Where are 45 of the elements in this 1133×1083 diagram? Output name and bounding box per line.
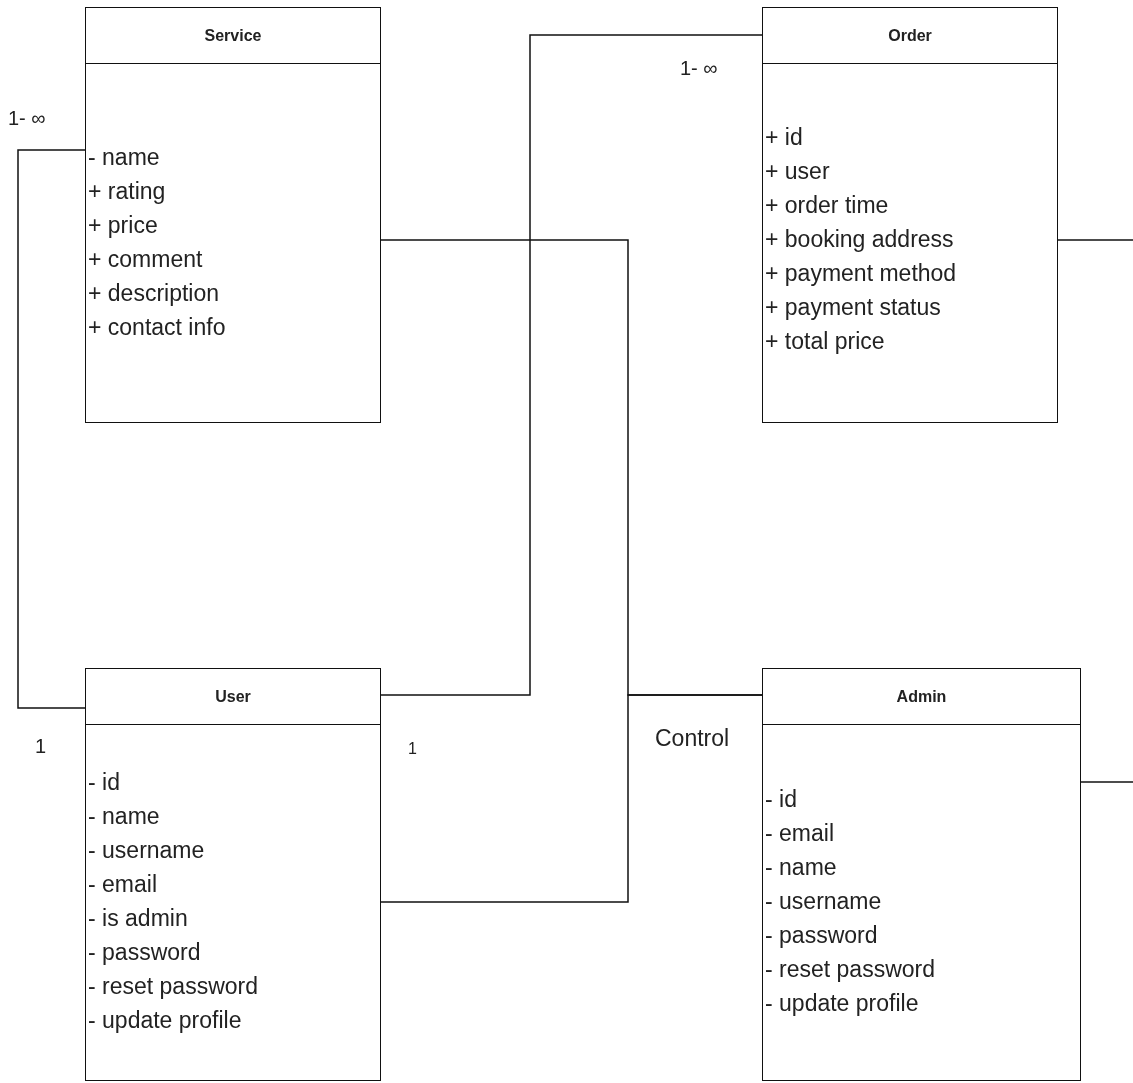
attribute-text: - name [765, 853, 837, 882]
attribute-text: + payment method [765, 259, 957, 288]
attribute-text: + user [765, 157, 830, 186]
attribute-text: - reset password [88, 972, 258, 1001]
connector-line [380, 34, 763, 696]
attribute-text: + booking address [765, 225, 954, 254]
attribute-text: - update profile [88, 1006, 242, 1035]
connector-line [1057, 239, 1133, 241]
attribute-text: - email [765, 819, 834, 848]
multiplicity-label: 1- ∞ [8, 106, 46, 130]
attribute-text: + rating [88, 177, 166, 206]
attribute-text: + order time [765, 191, 889, 220]
class-box [762, 668, 1081, 1081]
attribute-text: - name [88, 143, 160, 172]
class-name: Order [888, 26, 932, 45]
connector-line [380, 694, 763, 903]
attribute-text: - name [88, 802, 160, 831]
attribute-text: - id [88, 768, 120, 797]
connector-line [1080, 781, 1133, 783]
attribute-text: - reset password [765, 955, 935, 984]
class-box [85, 668, 381, 1081]
class-name: Admin [896, 687, 947, 706]
attribute-text: + total price [765, 327, 885, 356]
attribute-text: + comment [88, 245, 203, 274]
attribute-text: - password [88, 938, 201, 967]
attribute-text: - is admin [88, 904, 188, 933]
class-box [762, 7, 1058, 423]
multiplicity-label: 1- ∞ [680, 56, 718, 80]
attribute-text: + payment status [765, 293, 941, 322]
attribute-text: - username [765, 887, 882, 916]
class-box [85, 7, 381, 423]
attribute-text: - email [88, 870, 157, 899]
connector-line [17, 149, 86, 709]
attribute-text: + contact info [88, 313, 226, 342]
attribute-text: + id [765, 123, 803, 152]
multiplicity-label: 1 [35, 734, 47, 758]
attribute-text: + price [88, 211, 158, 240]
attribute-text: - password [765, 921, 878, 950]
class-name: Service [204, 26, 262, 45]
multiplicity-label: 1 [408, 739, 417, 759]
class-name: User [215, 687, 251, 706]
attribute-text: - update profile [765, 989, 919, 1018]
attribute-text: + description [88, 279, 220, 308]
attribute-text: - id [765, 785, 797, 814]
attribute-text: - username [88, 836, 205, 865]
